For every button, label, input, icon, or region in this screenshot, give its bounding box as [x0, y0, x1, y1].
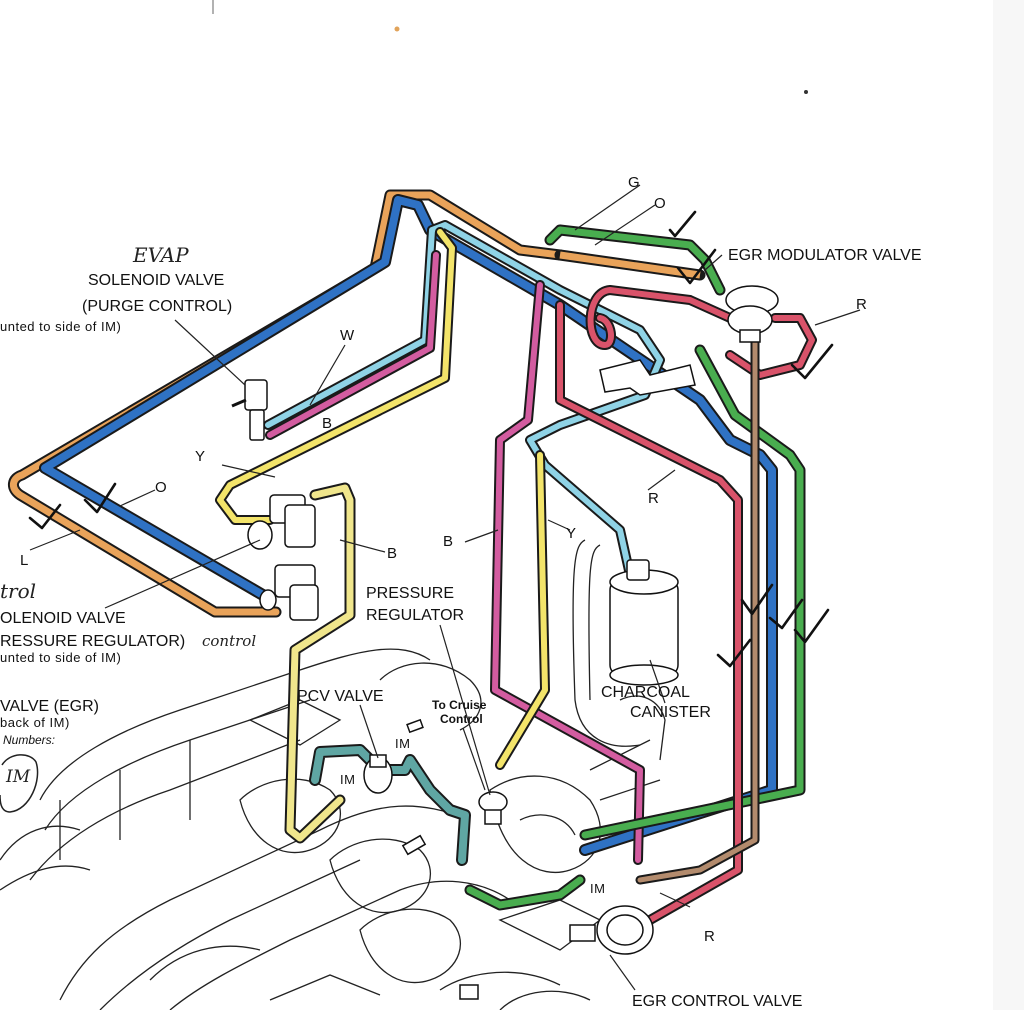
hose-tag-r-bottom: R: [704, 928, 715, 945]
hose-yellow: [215, 227, 550, 770]
pressure-regulator-label-1: PRESSURE: [366, 585, 454, 602]
to-cruise-label-2: Control: [440, 712, 483, 726]
pressure-regulator-label-2: REGULATOR: [366, 607, 464, 624]
im-tag-b: IM: [340, 772, 355, 787]
evap-handwritten: EVAP: [132, 243, 189, 267]
egr-modulator-label: EGR MODULATOR VALVE: [728, 247, 922, 264]
hose-tag-b-upper: B: [322, 415, 332, 432]
hose-clip-bracket: [599, 359, 696, 396]
hose-tag-o-top: O: [654, 195, 666, 212]
charcoal-canister-label-2: CANISTER: [630, 704, 711, 721]
text-labels: EVAP SOLENOID VALVE (PURGE CONTROL) unte…: [0, 174, 922, 1010]
back-of-im-note: back of IM): [0, 715, 70, 730]
pressure-regulator-solenoid-upper: [247, 494, 316, 550]
hose-tag-l: L: [20, 552, 28, 569]
hose-pale-yellow: [284, 482, 356, 844]
hose-tag-o-left: O: [155, 479, 167, 496]
pressure-regulator-solenoid-lower: [259, 564, 319, 621]
im-tag-a: IM: [395, 736, 410, 751]
purge-solenoid-label-2: (PURGE CONTROL): [82, 298, 232, 315]
mounted-side-note-2: unted to side of IM): [0, 650, 121, 665]
hose-tag-w: W: [340, 327, 355, 344]
hose-tag-y-center: Y: [566, 525, 576, 542]
egr-control-valve: [569, 905, 654, 955]
paper-marks: [212, 0, 1024, 1010]
hose-tag-r-center: R: [648, 490, 659, 507]
im-tag-c: IM: [590, 881, 605, 896]
egr-valve-label: VALVE (EGR): [0, 698, 99, 715]
hose-magenta: [265, 250, 645, 865]
egr-control-valve-label: EGR CONTROL VALVE: [632, 993, 802, 1010]
egr-modulator-valve: [725, 285, 779, 343]
handwritten-checkmarks: [28, 210, 834, 668]
hose-orange: [8, 189, 706, 618]
ctrl-handwritten: trol: [0, 579, 36, 603]
im-circle-handwritten: IM: [5, 767, 31, 787]
to-cruise-label-1: To Cruise: [432, 698, 487, 712]
hose-tag-r-top: R: [856, 296, 867, 313]
mounted-side-note-1: unted to side of IM): [0, 319, 121, 334]
charcoal-canister-label-1: CHARCOAL: [601, 684, 690, 701]
purge-solenoid-label-1: SOLENOID VALVE: [88, 272, 224, 289]
purge-solenoid-valve: [231, 379, 268, 441]
engine-outline: [0, 539, 666, 1010]
pressure-regulator: [478, 791, 508, 825]
charcoal-canister: [609, 559, 679, 686]
hose-tag-b-mid: B: [387, 545, 397, 562]
hose-tan: [635, 335, 760, 885]
numbers-note: Numbers:: [3, 733, 55, 747]
pcv-valve-label: PCV VALVE: [297, 688, 384, 705]
hose-tag-g: G: [628, 174, 640, 191]
handwritten-circle: [0, 754, 39, 813]
hose-teal-pcv: [309, 744, 471, 866]
pr-solenoid-label-2: RESSURE REGULATOR): [0, 633, 185, 650]
hose-tag-y-upper: Y: [195, 448, 205, 465]
im-fitting-small: [401, 718, 479, 1000]
control-handwritten: control: [202, 632, 256, 650]
leader-lines: [29, 184, 861, 991]
pr-solenoid-label-1: OLENOID VALVE: [0, 610, 126, 627]
hose-tag-b-center: B: [443, 533, 453, 550]
hose-green: [464, 224, 806, 911]
